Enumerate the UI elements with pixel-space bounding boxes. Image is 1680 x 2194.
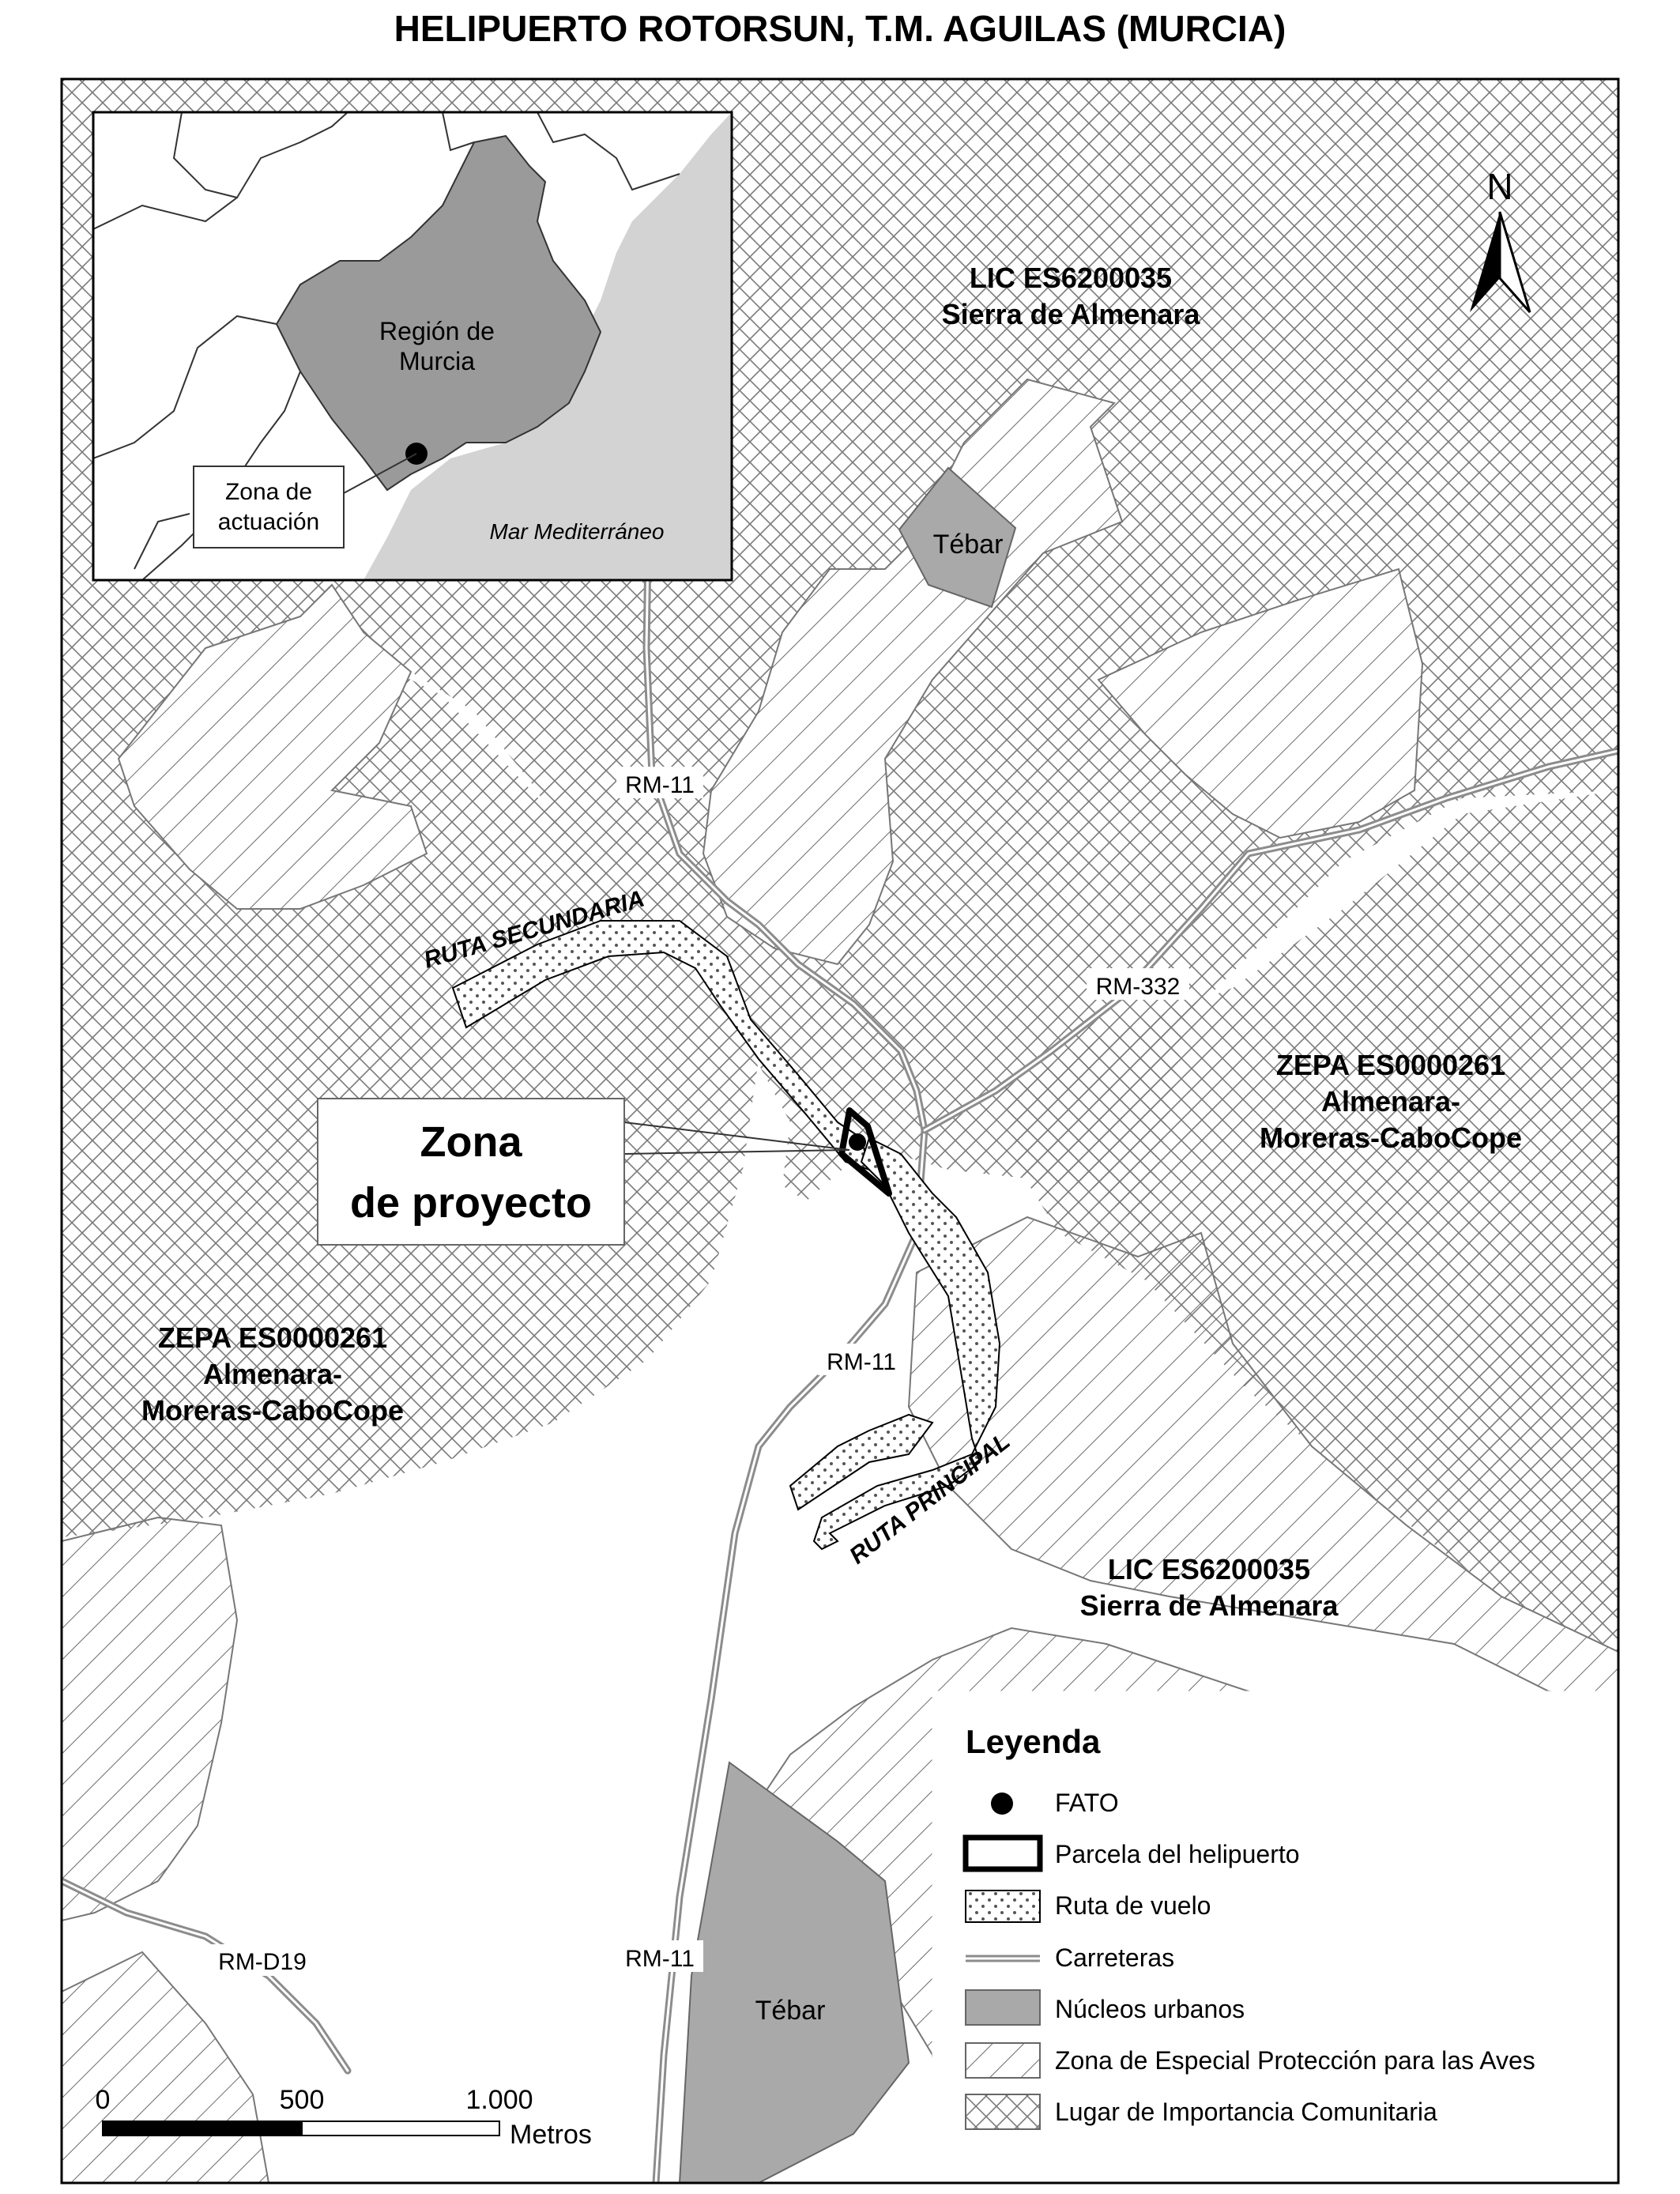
inset-frame (92, 111, 733, 582)
project-label-line1: Zona (420, 1118, 523, 1166)
zepa-east-label-3: Moreras-CaboCope (1260, 1122, 1522, 1154)
urban-tebar-north (898, 466, 1017, 609)
lic-area-southwest (62, 1516, 239, 1922)
inset-sea-label: Mar Mediterráneo (490, 519, 665, 544)
zepa-west-label-2: Almenara- (203, 1358, 342, 1390)
lic-north-label-1: LIC ES6200035 (970, 262, 1172, 294)
legend-item-zepa: Zona de Especial Protección para las Ave… (1055, 2046, 1535, 2075)
scale-unit: Metros (510, 2120, 592, 2150)
helipad-parcel (838, 1107, 892, 1197)
zepa-east-label-2: Almenara- (1321, 1085, 1460, 1118)
legend: Leyenda FATO Parcela del helipuerto Ruta… (932, 1691, 1618, 2183)
road-label-rm11-south: RM-11 (625, 1946, 695, 1972)
inset-region-label-1: Región de (379, 317, 495, 345)
legend-item-lic: Lugar de Importancia Comunitaria (1055, 2098, 1437, 2126)
inset-map: Zona de actuación Región de Murcia Mar M… (92, 111, 733, 582)
inset-boundaries (93, 112, 680, 580)
scale-tick-1000: 1.000 (465, 2085, 533, 2115)
urban-tebar-south (678, 1761, 910, 2183)
parcel-outline-icon (962, 1834, 1043, 1872)
tebar-north-label: Tébar (933, 530, 1004, 560)
zepa-area-east (1004, 790, 1618, 1652)
legend-item-roads: Carreteras (1055, 1943, 1174, 1972)
project-callout-box (317, 1098, 625, 1246)
fato-point (849, 1133, 866, 1151)
scale-tick-0: 0 (96, 2085, 111, 2115)
legend-item-parcel: Parcela del helipuerto (1055, 1840, 1300, 1868)
lic-area-north-hatch (703, 379, 1122, 964)
project-label-line2: de proyecto (350, 1179, 592, 1227)
lic-south-label-2: Sierra de Almenara (1080, 1589, 1339, 1622)
urban-fill-icon (965, 1989, 1041, 2026)
north-arrow-label: N (1486, 166, 1512, 207)
inset-callout-line2: actuación (218, 509, 319, 535)
route-main-lower-band (789, 1413, 934, 1511)
road-label-rmd19: RM-D19 (218, 1949, 307, 1975)
zepa-west-label-3: Moreras-CaboCope (141, 1394, 404, 1427)
road-label-rm332: RM-332 (1096, 974, 1181, 1000)
zepa-west-label-1: ZEPA ES0000261 (158, 1321, 387, 1354)
road-label-rm11-middle: RM-11 (827, 1349, 896, 1375)
zepa-east-label-1: ZEPA ES0000261 (1276, 1049, 1505, 1081)
map-title: HELIPUERTO ROTORSUN, T.M. AGUILAS (MURCI… (394, 8, 1286, 49)
route-main-band (812, 1137, 1001, 1551)
legend-item-urban: Núcleos urbanos (1055, 1995, 1245, 2023)
inset-region-murcia (275, 134, 602, 492)
north-arrow-icon: N (1470, 166, 1531, 313)
inset-sea (363, 112, 732, 580)
lic-area-east-hatch (1098, 569, 1422, 838)
scale-bar: 0 500 1.000 Metros (96, 2085, 592, 2150)
lic-south-label-1: LIC ES6200035 (1108, 1553, 1310, 1585)
lic-area-west-hatch (119, 585, 427, 909)
cross-hatch-icon (965, 2042, 1041, 2079)
legend-item-route: Ruta de vuelo (1055, 1891, 1211, 1920)
map-frame (60, 77, 1620, 2185)
map-body: Zona de proyecto LIC ES6200035 Sierra de… (62, 79, 1618, 2183)
inset-callout-line1: Zona de (225, 479, 312, 505)
diagonal-hatch-icon (965, 2094, 1041, 2130)
legend-item-fato: FATO (1055, 1789, 1119, 1817)
tebar-south-label: Tébar (755, 1996, 826, 2026)
road-label-rm11-north: RM-11 (625, 772, 695, 798)
fato-point-icon (991, 1793, 1013, 1815)
lic-north-label-2: Sierra de Almenara (942, 298, 1201, 330)
legend-title: Leyenda (966, 1723, 1101, 1760)
dotted-route-icon (965, 1890, 1041, 1923)
inset-callout-box (193, 466, 345, 548)
scale-tick-500: 500 (280, 2085, 325, 2115)
project-leader-line (623, 1149, 850, 1155)
inset-region-label-2: Murcia (399, 347, 475, 375)
